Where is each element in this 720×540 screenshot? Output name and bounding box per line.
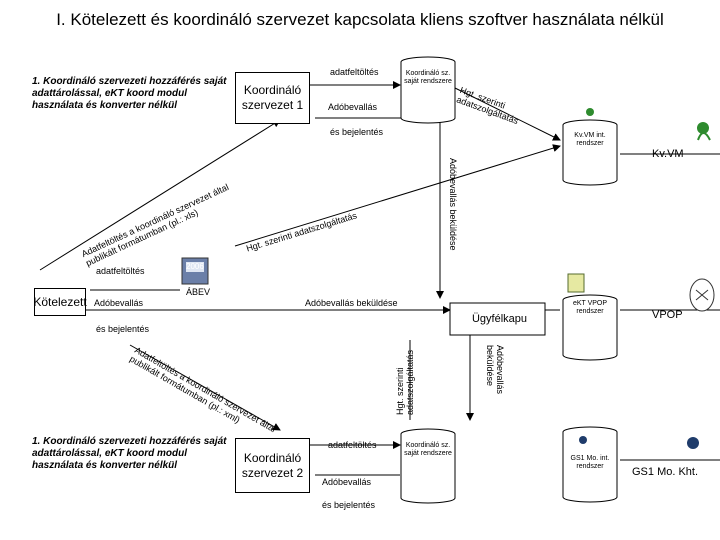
koord1-label: Koordináló szervezet 1 (241, 83, 304, 112)
vert-kuldes-label: Adóbevallás beküldése (448, 158, 458, 251)
bot-bejelentes: és bejelentés (322, 500, 376, 510)
vpop-label: VPOP (652, 309, 683, 321)
gs1-logo-icon (579, 436, 699, 449)
koord2-box: Koordináló szervezet 2 (235, 438, 310, 493)
note-top: 1. Koordináló szervezeti hozzáférés sajá… (32, 76, 227, 111)
ekt-seal-icon (567, 273, 585, 293)
db-gs1-label: GS1 Mo. int. rendszer (570, 455, 610, 470)
top-bejelentes: és bejelentés (330, 127, 384, 137)
adobevallas-bekuldese: Adóbevallás beküldése (305, 298, 398, 308)
arrow-db-kvm (454, 87, 561, 141)
db-gs1-cylinder (562, 426, 618, 503)
db-bottom-cylinder (400, 428, 456, 504)
vert-hgt-lower: Hgt. szerinti adatszolgáltatás (395, 349, 415, 415)
vert-kuldes-lower: Adóbevallás beküldése (485, 345, 505, 395)
top-adatfeltoltes: adatfeltöltés (330, 67, 379, 77)
koord2-label: Koordináló szervezet 2 (241, 450, 304, 480)
db-top-label: Koordináló sz. saját rendszere (404, 70, 452, 85)
db-kvm-label: Kv.VM int. rendszer (574, 132, 606, 147)
kvm-logo-icon (697, 122, 711, 141)
abev-icon (181, 257, 209, 285)
koord1-box: Koordináló szervezet 1 (235, 72, 310, 124)
kvm-small-logo-icon (586, 108, 594, 116)
bot-adobevallas: Adóbevallás (322, 477, 372, 487)
bot-adatfeltoltes: adatfeltöltés (328, 440, 377, 450)
gs1-label: GS1 Mo. Kht. (632, 466, 699, 478)
db-top-cylinder (400, 56, 456, 124)
db-kvm-cylinder (562, 119, 618, 186)
ugyfelkapu-label: Ügyfélkapu (471, 313, 528, 325)
mid-adatfeltoltes: adatfeltöltés (96, 266, 145, 276)
db-ekt-cylinder (562, 294, 618, 361)
note-bottom: 1. Koordináló szervezeti hozzáférés sajá… (32, 436, 227, 471)
arrow-hgt-kvm (234, 144, 561, 247)
arrow-kotelezett-koord1 (39, 119, 281, 271)
db-ekt-label: eKT VPOP rendszer (572, 300, 608, 315)
arrow-kotelezett-koord2 (129, 344, 281, 431)
ugyfelkapu-box (449, 302, 546, 336)
abev-year: 2006 (186, 262, 204, 271)
kotelezett-label: Kötelezett (33, 294, 87, 309)
mid-adobevallas: Adóbevallás (94, 298, 144, 308)
kotelezett-box: Kötelezett (33, 288, 87, 316)
db-bottom-label: Koordináló sz. saját rendszere (404, 442, 452, 457)
vpop-seal-icon (689, 278, 715, 312)
top-adobevallas: Adóbevallás (328, 102, 378, 112)
mid-bejelentes: és bejelentés (96, 324, 150, 334)
kvm-label: Kv.VM (652, 148, 684, 160)
abev-label: ÁBEV (186, 287, 211, 297)
page-title: I. Kötelezett és koordináló szervezet ka… (56, 10, 664, 29)
